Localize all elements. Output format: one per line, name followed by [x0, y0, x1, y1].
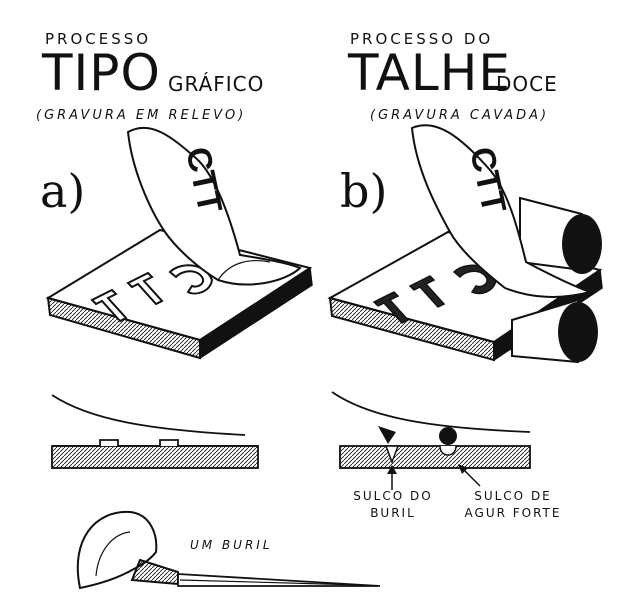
right-header-big: TALHE: [348, 44, 511, 102]
panel-label-b: b): [340, 164, 388, 218]
lifted-paper-a: [126, 126, 302, 286]
left-header-big: TIPO: [42, 44, 161, 102]
left-header-small: PROCESSO: [45, 30, 152, 48]
intaglio-cross-section: [331, 391, 531, 469]
etch-groove-label-line2: AGUR FORTE: [464, 506, 562, 520]
tool-label: UM BURIL: [190, 538, 273, 552]
left-header-suffix: GRÁFICO: [168, 72, 265, 96]
relief-plate-letters: [90, 264, 214, 323]
left-subtitle: (GRAVURA EM RELEVO): [36, 108, 247, 123]
lifted-paper-b: [410, 124, 594, 298]
etch-groove-label-line1: SULCO DE: [474, 489, 552, 503]
etch-groove-label: SULCO DE AGUR FORTE: [458, 488, 568, 522]
right-header-small: PROCESSO DO: [350, 30, 494, 48]
intaglio-plate-letters: [372, 264, 497, 324]
right-subtitle: (GRAVURA CAVADA): [370, 108, 550, 123]
burin-groove-label-line2: BURIL: [370, 506, 416, 520]
roller-top: [519, 196, 602, 274]
up-arrow-icon: [387, 465, 397, 490]
relief-cross-section: [51, 394, 259, 469]
burin-groove-label: SULCO DO BURIL: [348, 488, 438, 522]
burin-groove-label-line1: SULCO DO: [353, 489, 433, 503]
burin-tool: [76, 510, 381, 590]
roller-bottom: [511, 298, 598, 364]
diagonal-arrow-icon: [458, 464, 481, 487]
panel-label-a: a): [40, 164, 86, 218]
right-header-suffix: DOCE: [496, 72, 558, 96]
